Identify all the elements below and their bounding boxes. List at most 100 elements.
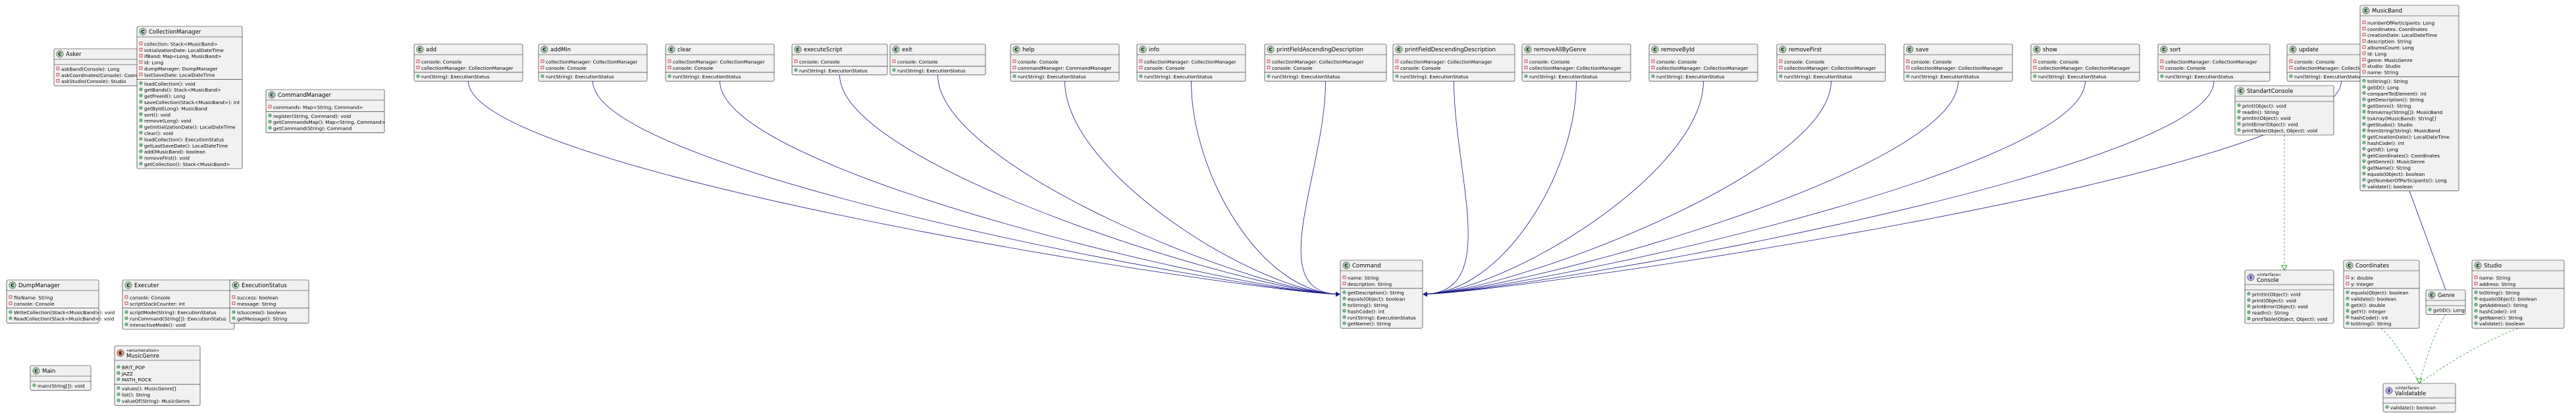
class-member: run(String): ExecutionStatus [897, 68, 966, 74]
class-member: run(String): ExecutionStatus [2038, 74, 2107, 80]
class-member: console: Console [1272, 65, 1313, 71]
class-member: fromArray(String[]): MusicBand [2367, 109, 2442, 115]
class-member: description: String [1348, 281, 1392, 287]
class-kind-icon [1779, 45, 1787, 53]
class-kind-letter: C [2364, 9, 2367, 14]
private-visibility-icon [416, 59, 420, 63]
class-member: validate(): boolean [2351, 296, 2396, 302]
inheritance-edge [937, 74, 1341, 294]
class-member: isSuccess(): boolean [237, 310, 286, 316]
class-member: equals(Object): boolean [2351, 290, 2408, 296]
class-member: main(String[]): void [38, 383, 85, 389]
class-member: fromString(String): MusicBand [2367, 128, 2440, 134]
class-member: address: String [2479, 281, 2515, 287]
public-visibility-icon [2289, 74, 2293, 78]
class-member: run(String): ExecutionStatus [1348, 315, 1416, 321]
class-kind-letter: C [1908, 47, 1911, 53]
class-member: toString(): String [2367, 78, 2407, 84]
public-visibility-icon [892, 68, 896, 72]
class-member: run(String): ExecutionStatus [2165, 74, 2234, 80]
public-visibility-icon [2362, 116, 2366, 120]
class-kind-letter: C [1397, 47, 1400, 53]
public-visibility-icon [2362, 171, 2366, 175]
class-kind-icon [892, 45, 900, 53]
private-visibility-icon [2033, 65, 2037, 69]
class-box [791, 43, 888, 76]
private-visibility-icon [56, 67, 60, 70]
class-kind-icon [668, 45, 675, 53]
class-kind-icon [2474, 262, 2482, 269]
class-kind-letter: C [11, 283, 14, 289]
private-visibility-icon [2362, 57, 2366, 61]
public-visibility-icon [1779, 74, 1783, 78]
public-visibility-icon [1139, 74, 1143, 78]
public-visibility-icon [1524, 74, 1528, 78]
class-member: getCoordinates(): Coordinates [2367, 153, 2440, 159]
class-member: equals(Object): boolean [2479, 296, 2537, 302]
public-visibility-icon [1906, 74, 1910, 78]
private-visibility-icon [1906, 65, 1910, 69]
public-visibility-icon [2474, 315, 2478, 319]
class-kind-letter: C [1526, 47, 1529, 53]
class-box [2471, 260, 2565, 329]
inheritance-edge [468, 81, 1341, 294]
public-visibility-icon [268, 120, 272, 124]
class-member: run(String): ExecutionStatus [673, 74, 741, 80]
public-visibility-icon [2237, 122, 2241, 126]
public-visibility-icon [1342, 290, 1346, 294]
class-kind-icon [268, 91, 276, 99]
class-member: scriptMode(String): ExecutionStatus [130, 310, 217, 316]
private-visibility-icon [139, 42, 143, 45]
class-kind-letter: C [34, 369, 38, 374]
class-member: name: String [1348, 275, 1379, 281]
class-name: Asker [66, 51, 82, 58]
class-member: getCollection(): Stack<MusicBand> [144, 161, 230, 167]
inheritance-edge [720, 81, 1341, 294]
class-member: MATH_ROCK [122, 377, 151, 383]
private-visibility-icon [1139, 65, 1143, 69]
class-member: print(Object): void [2252, 298, 2296, 304]
public-visibility-icon [2362, 97, 2366, 101]
public-visibility-icon [117, 392, 120, 396]
class-member: ReadCollection(Stack<MusicBand>): void [14, 316, 114, 322]
class-member: toArray(MusicBand): String[] [2367, 115, 2436, 121]
private-visibility-icon [2160, 59, 2164, 63]
class-kind-icon [1906, 45, 1914, 53]
class-kind-letter: C [2348, 263, 2351, 269]
class-kind-letter: C [2035, 47, 2038, 53]
class-member: console: Console [14, 301, 55, 307]
class-box [889, 43, 986, 76]
class-member: getBands(): Stack<MusicBand> [144, 87, 221, 93]
private-visibility-icon [232, 295, 236, 299]
class-kind-letter: C [418, 47, 421, 53]
public-visibility-icon [1012, 74, 1016, 78]
class-name: Coordinates [2355, 263, 2390, 269]
class-name: MusicGenre [126, 353, 159, 360]
public-visibility-icon [2362, 103, 2366, 107]
private-visibility-icon [1651, 59, 1655, 63]
class-member: console: Console [546, 65, 587, 71]
class-member: list(): String [122, 392, 150, 398]
class-member: saveCollection(Stack<MusicBand>): int [144, 99, 240, 105]
class-kind-icon [2385, 387, 2393, 395]
public-visibility-icon [2362, 85, 2366, 89]
class-box [265, 89, 385, 133]
class-member: message: String [237, 301, 276, 307]
public-visibility-icon [139, 81, 143, 85]
class-member: print(Object): void [2242, 103, 2286, 109]
class-stereotype: «enumeration» [126, 348, 159, 353]
class-box [413, 43, 523, 82]
class-kind-icon [117, 349, 124, 357]
public-visibility-icon [139, 112, 143, 116]
private-visibility-icon [1012, 59, 1016, 63]
public-visibility-icon [2237, 109, 2241, 113]
class-member: askBand(Console): Long [61, 66, 119, 72]
class-member: equals(Object): boolean [1348, 296, 1405, 302]
class-member: y: Integer [2351, 281, 2374, 287]
class-box [2359, 5, 2459, 192]
class-box [2343, 260, 2420, 329]
